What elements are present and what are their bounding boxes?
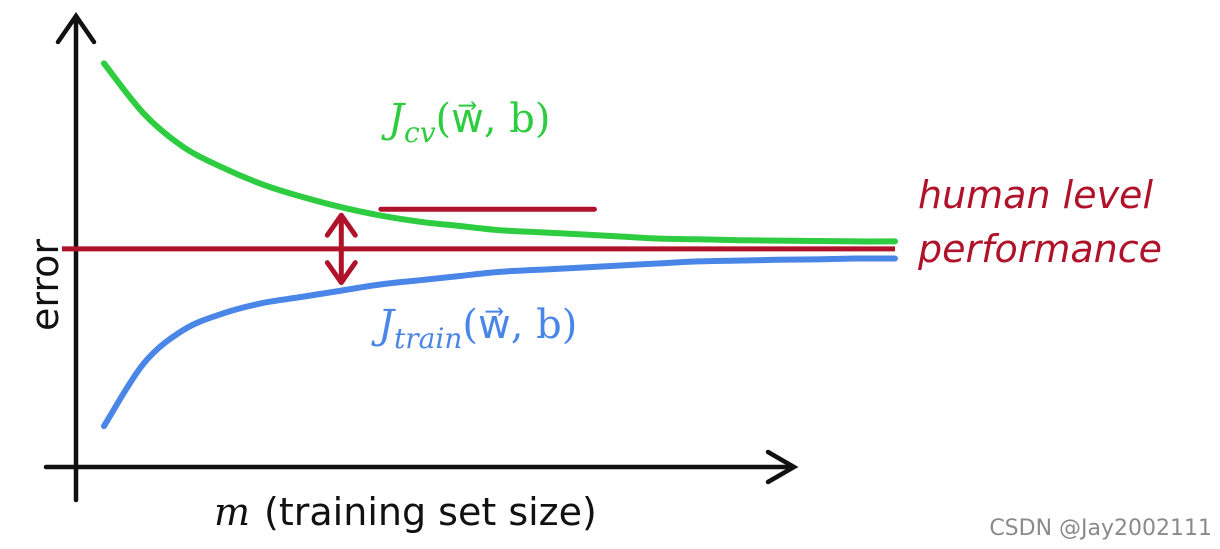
jcv-label-args: (w⃗, b) bbox=[436, 96, 551, 142]
x-axis-arrowhead bbox=[765, 449, 799, 485]
y-axis-label: error bbox=[23, 239, 67, 331]
y-axis-arrowhead bbox=[55, 12, 97, 45]
series-label-jcv: Jcv(w⃗, b) bbox=[381, 96, 551, 149]
watermark: CSDN @Jay2002111 bbox=[989, 516, 1212, 541]
series-label-jtrain: Jtrain(w⃗, b) bbox=[371, 302, 577, 355]
reference-label-line1: human level bbox=[918, 173, 1153, 217]
series-line-jtrain bbox=[101, 255, 898, 430]
jcv-label-sub: cv bbox=[404, 116, 436, 149]
jtrain-label-sub: train bbox=[394, 322, 462, 355]
gap-double-arrow bbox=[324, 212, 358, 286]
x-axis-text: (training set size) bbox=[264, 490, 597, 534]
series-line-jcv bbox=[101, 60, 898, 245]
x-axis-label: m (training set size) bbox=[214, 490, 597, 534]
reference-label-line2: performance bbox=[917, 227, 1162, 271]
gap-arrow-head-top bbox=[324, 212, 358, 238]
x-axis-symbol: m bbox=[214, 490, 250, 534]
gap-arrow-head-bottom bbox=[324, 260, 358, 286]
jtrain-label-main: J bbox=[371, 302, 396, 348]
jtrain-label-args: (w⃗, b) bbox=[462, 302, 577, 348]
jcv-label-main: J bbox=[381, 96, 406, 142]
